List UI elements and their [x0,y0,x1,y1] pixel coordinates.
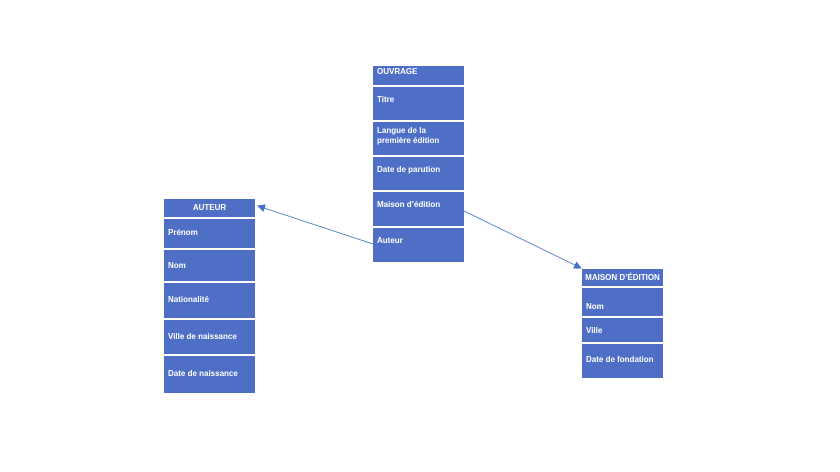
auteur-field-date-naissance: Date de naissance [164,356,255,393]
maison-field-nom: Nom [582,288,663,316]
ouvrage-field-langue: Langue de la première édition [373,122,464,155]
ouvrage-field-date-parution: Date de parution [373,157,464,190]
auteur-field-nom: Nom [164,250,255,281]
entity-ouvrage-title: OUVRAGE [373,66,464,85]
auteur-field-ville-naissance: Ville de naissance [164,320,255,354]
ouvrage-field-auteur: Auteur [373,228,464,262]
relation-arrow-maison [463,210,582,269]
ouvrage-field-maison: Maison d’édition [373,192,464,226]
auteur-field-prenom: Prénom [164,219,255,248]
relation-arrow-auteur [257,204,374,245]
entity-auteur: AUTEUR Prénom Nom Nationalité Ville de n… [164,199,255,393]
entity-maison-title: MAISON D’ÉDITION [582,269,663,286]
entity-auteur-title: AUTEUR [164,199,255,217]
ouvrage-field-titre: Titre [373,87,464,120]
maison-field-ville: Ville [582,318,663,342]
entity-maison-edition: MAISON D’ÉDITION Nom Ville Date de fonda… [582,269,663,378]
auteur-field-nationalite: Nationalité [164,283,255,318]
entity-ouvrage: OUVRAGE Titre Langue de la première édit… [373,66,464,262]
maison-field-date-fondation: Date de fondation [582,344,663,378]
